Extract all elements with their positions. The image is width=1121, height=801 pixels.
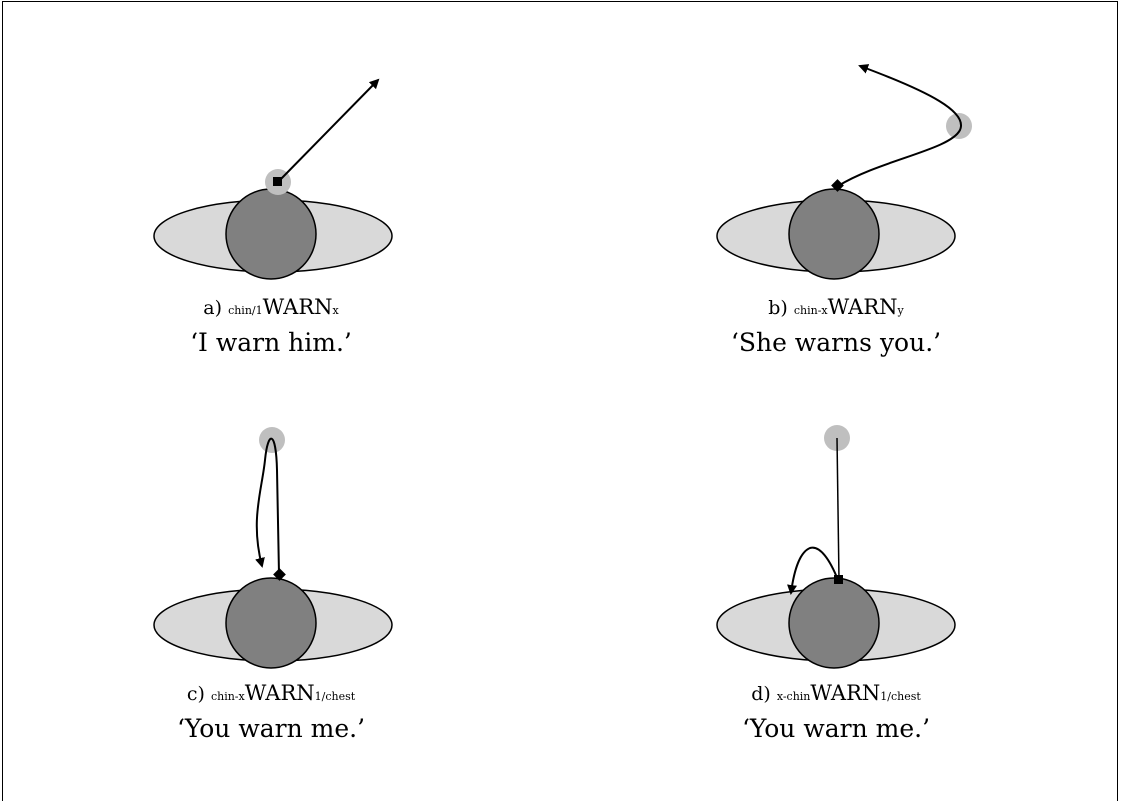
notation-suffix: x xyxy=(332,304,339,317)
notation-prefix: chin/1 xyxy=(228,304,263,317)
notation-suffix: 1/chest xyxy=(314,690,356,703)
start-marker xyxy=(834,575,843,584)
notation-verb: WARN xyxy=(244,681,315,705)
signer-head xyxy=(225,577,317,669)
notation-prefix: chin-x xyxy=(793,304,828,317)
path-line xyxy=(836,437,840,581)
panel-label: d) xyxy=(751,683,771,705)
end-location-dot xyxy=(946,113,972,139)
panel-label: c) xyxy=(186,683,205,705)
signer-head xyxy=(225,188,317,280)
panel-b-figure xyxy=(716,64,972,280)
notation-suffix: 1/chest xyxy=(880,690,921,703)
notation-d: d) x-chinWARN1/chest xyxy=(636,682,1036,708)
caption-c: c) chin-xWARN1/chest ‘You warn me.’ xyxy=(71,682,471,744)
panel-c-figure xyxy=(153,427,393,669)
panel-label: b) xyxy=(768,297,788,319)
notation-a: a) chin/1WARNx xyxy=(71,296,471,322)
movement-arrow xyxy=(255,437,280,575)
notation-prefix: chin-x xyxy=(210,690,245,703)
notation-suffix: y xyxy=(897,304,904,317)
caption-b: b) chin-xWARNy ‘She warns you.’ xyxy=(636,296,1036,358)
movement-arrow xyxy=(787,546,839,595)
panel-label: a) xyxy=(203,297,223,319)
notation-verb: WARN xyxy=(810,681,881,705)
notation-verb: WARN xyxy=(827,295,898,319)
notation-prefix: x-chin xyxy=(776,690,811,703)
notation-verb: WARN xyxy=(262,295,333,319)
gloss-b: ‘She warns you.’ xyxy=(730,328,942,357)
start-marker xyxy=(273,177,282,186)
movement-arrow xyxy=(837,64,963,187)
signer-head xyxy=(788,188,880,280)
movement-arrow xyxy=(277,78,380,183)
gloss-a: ‘I warn him.’ xyxy=(190,328,352,357)
gloss-c: ‘You warn me.’ xyxy=(176,714,366,743)
signer-head xyxy=(788,577,880,669)
gloss-d: ‘You warn me.’ xyxy=(741,714,931,743)
caption-a: a) chin/1WARNx ‘I warn him.’ xyxy=(71,296,471,358)
notation-c: c) chin-xWARN1/chest xyxy=(71,682,471,708)
panel-a-figure xyxy=(153,78,393,280)
panel-d-figure xyxy=(716,425,956,669)
notation-b: b) chin-xWARNy xyxy=(636,296,1036,322)
caption-d: d) x-chinWARN1/chest ‘You warn me.’ xyxy=(636,682,1036,744)
